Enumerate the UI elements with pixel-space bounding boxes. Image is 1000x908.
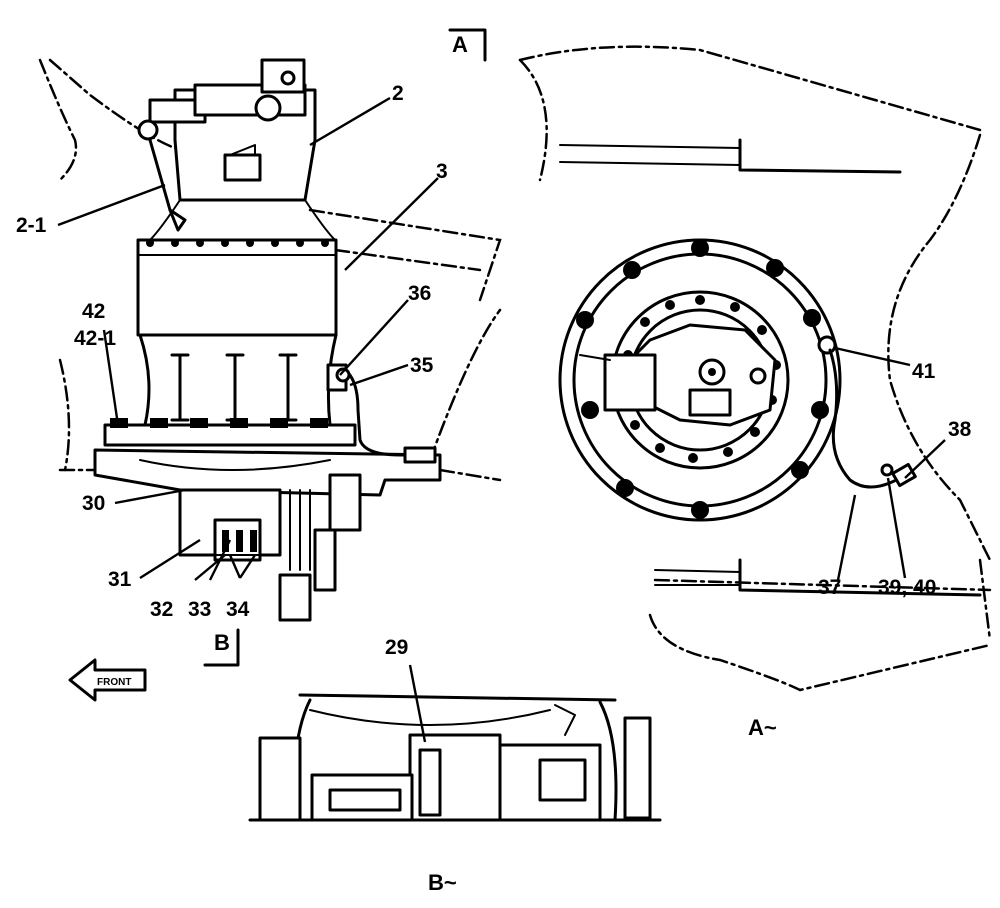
- callout-2: 2: [392, 82, 404, 105]
- callout-35: 35: [410, 354, 434, 377]
- flange-bolts: [619, 295, 781, 463]
- callout-30: 30: [82, 492, 105, 515]
- callout-3: 3: [436, 160, 448, 183]
- callout-32: 32: [150, 598, 173, 621]
- front-arrow: FRONT: [68, 658, 147, 702]
- callout-2-1: 2-1: [16, 214, 47, 237]
- callout-42: 42: [82, 300, 105, 323]
- callout-36: 36: [408, 282, 431, 305]
- view-b-caption: B~: [428, 870, 457, 895]
- leader-lines: [57, 96, 946, 743]
- callout-41: 41: [912, 360, 936, 383]
- callout-42-1: 42-1: [74, 327, 116, 350]
- front-arrow-label: FRONT: [97, 677, 131, 688]
- callout-33: 33: [188, 598, 211, 621]
- view-a-caption: A~: [748, 715, 777, 740]
- view-b-section-view: [248, 693, 662, 822]
- section-mark-a: A: [448, 28, 487, 62]
- callout-37: 37: [818, 576, 841, 599]
- section-mark-b: B: [203, 628, 240, 667]
- callout-29: 29: [385, 636, 408, 659]
- swing-motor-side-view: [38, 58, 502, 622]
- ring-bolts: [576, 239, 829, 519]
- callout-39-40: 39, 40: [878, 576, 936, 599]
- view-a-top-view: [518, 45, 992, 692]
- callout-38: 38: [948, 418, 972, 441]
- callout-31: 31: [108, 568, 132, 591]
- section-b-letter: B: [214, 630, 230, 655]
- callout-34: 34: [226, 598, 250, 621]
- callouts: 2 2-1 3 42 42-1 36 35 30 31 32 33 34 41 …: [16, 82, 972, 659]
- section-a-letter: A: [452, 32, 468, 57]
